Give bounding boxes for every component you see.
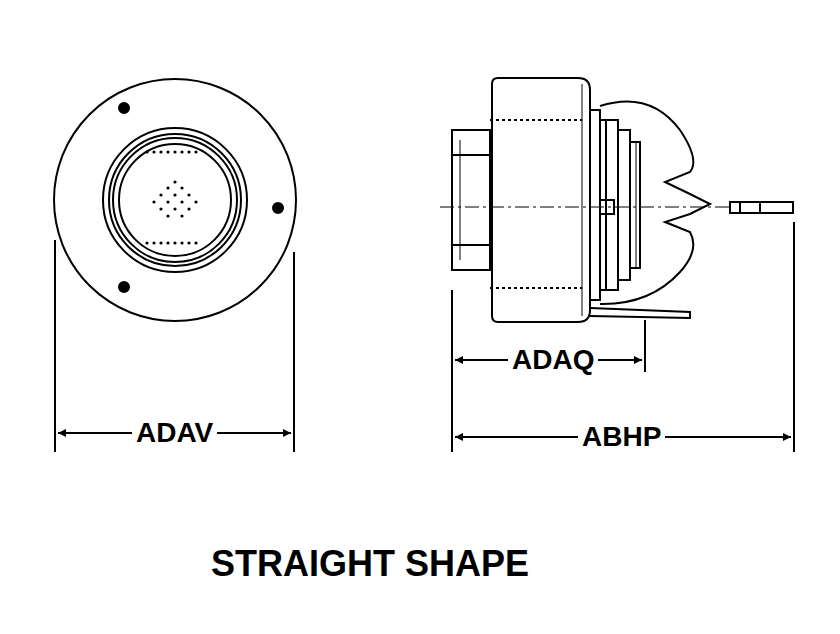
pin-dot [187, 150, 190, 153]
pin-dot [173, 150, 176, 153]
pin-dot [180, 150, 183, 153]
pin-dot [166, 214, 169, 217]
dimension-label: ADAV [132, 418, 217, 449]
pin-dot [180, 200, 183, 203]
dimension-label: ABHP [578, 422, 665, 453]
pin-dot [180, 241, 183, 244]
pin-dot [145, 150, 148, 153]
dimension-label: ADAQ [508, 345, 598, 376]
pin-dot [166, 200, 169, 203]
pin-dot [166, 186, 169, 189]
caption: STRAIGHT SHAPE [211, 544, 529, 584]
pin-dot [152, 200, 155, 203]
pin-dot [194, 150, 197, 153]
pin-dot [180, 214, 183, 217]
pin-dot [166, 150, 169, 153]
pin-dot [173, 193, 176, 196]
pin-dot [159, 241, 162, 244]
pin-dot [173, 241, 176, 244]
front-view [54, 79, 296, 321]
pin-dot [187, 241, 190, 244]
pin-dot [173, 207, 176, 210]
pin-dot [152, 241, 155, 244]
pin-dot [180, 186, 183, 189]
pin-dot [152, 150, 155, 153]
pin-dot [159, 193, 162, 196]
pin-dot [187, 207, 190, 210]
pin-dot [166, 241, 169, 244]
pin-dot [159, 207, 162, 210]
pin-dot [145, 241, 148, 244]
pin-dot [159, 150, 162, 153]
pin-dot [187, 193, 190, 196]
side-view [440, 78, 793, 322]
pin-dot [194, 200, 197, 203]
pin-dot [194, 241, 197, 244]
dimension-lines [55, 222, 794, 452]
pin-dot [173, 180, 176, 183]
